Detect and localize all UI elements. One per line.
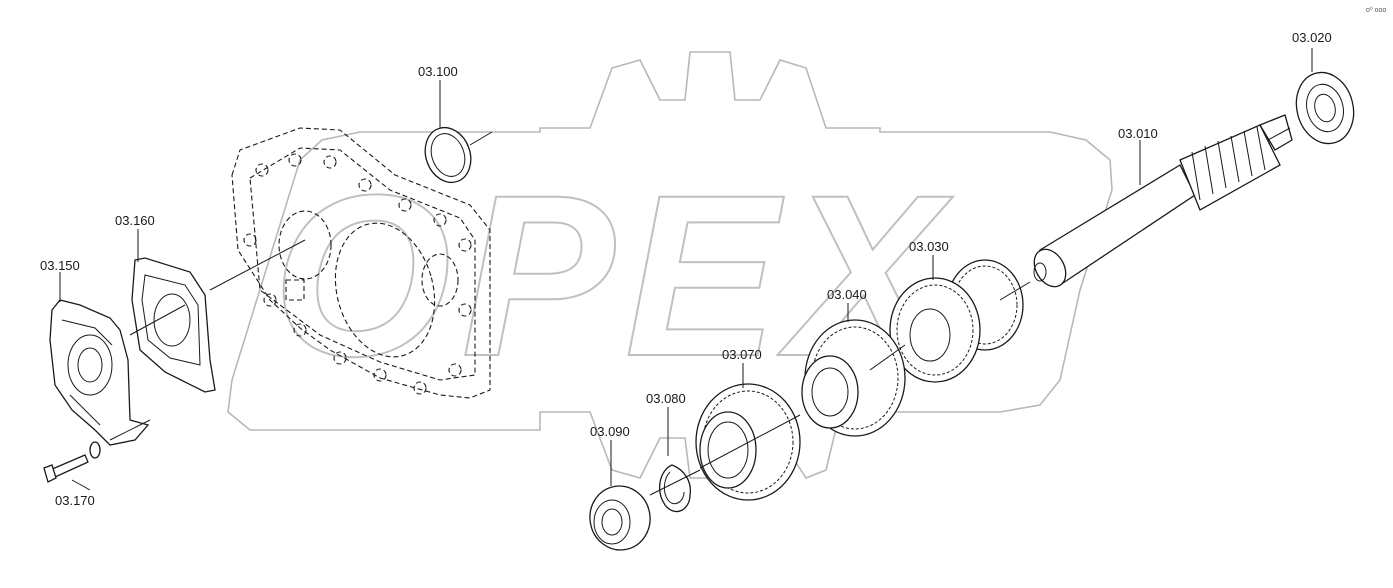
cover-plate xyxy=(49,299,150,446)
callout-03160: 03.160 xyxy=(115,213,155,228)
double-gear xyxy=(889,259,1024,383)
callout-03090: 03.090 xyxy=(590,424,630,439)
leader-lines xyxy=(59,48,1313,496)
callout-03100: 03.100 xyxy=(418,64,458,79)
callout-03020: 03.020 xyxy=(1292,30,1332,45)
corner-mark: o⁰ ooo xyxy=(1366,6,1386,14)
gearbox-housing xyxy=(231,127,491,399)
main-shaft xyxy=(1033,114,1293,288)
callout-03170: 03.170 xyxy=(55,493,95,508)
callout-03030: 03.030 xyxy=(909,239,949,254)
callout-03080: 03.080 xyxy=(646,391,686,406)
callout-03010: 03.010 xyxy=(1118,126,1158,141)
callout-03150: 03.150 xyxy=(40,258,80,273)
roller-bearing-left xyxy=(589,485,651,551)
gear-03040 xyxy=(801,319,906,437)
callout-labels: 03.010 03.020 03.030 03.040 03.070 03.08… xyxy=(40,30,1332,508)
callout-03040: 03.040 xyxy=(827,287,867,302)
gasket xyxy=(131,257,216,393)
bolt-and-washer xyxy=(43,441,101,483)
callout-03070: 03.070 xyxy=(722,347,762,362)
snap-ring-large xyxy=(424,126,472,184)
roller-bearing-right xyxy=(1295,71,1355,145)
